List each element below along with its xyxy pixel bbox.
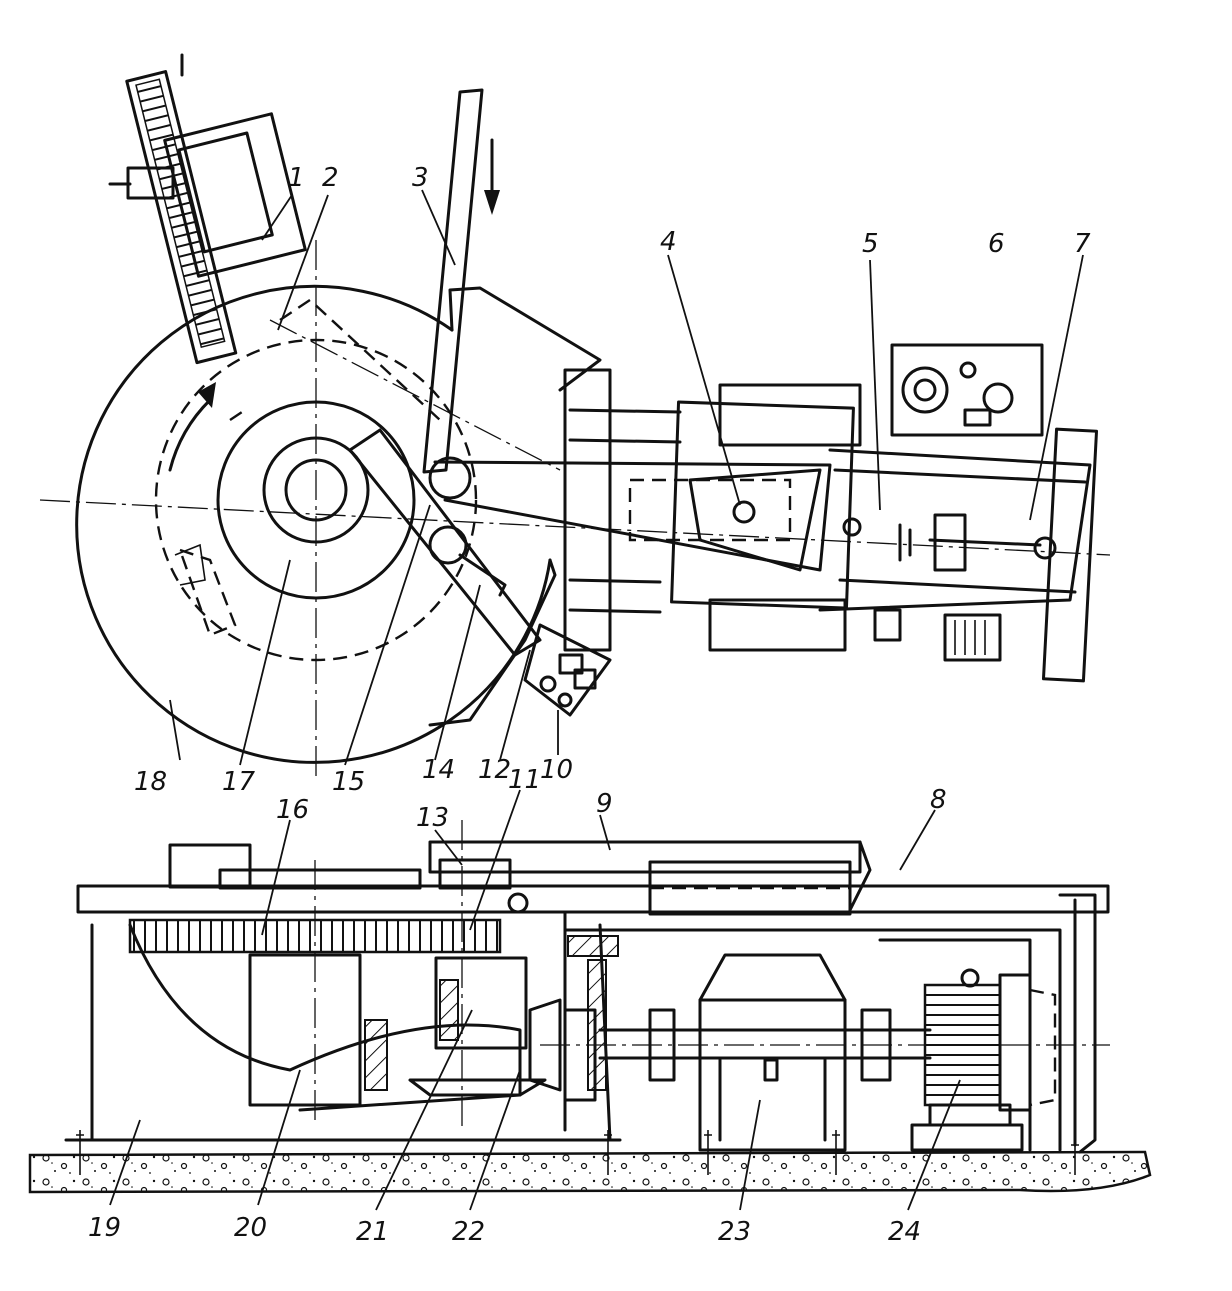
grinding-head — [108, 53, 307, 365]
callout-11: 11 — [508, 765, 541, 795]
callout-18: 18 — [134, 767, 167, 797]
callout-16: 16 — [276, 795, 309, 825]
callout-3: 3 — [412, 163, 429, 193]
ground — [28, 1150, 1152, 1194]
spindle-unit — [438, 858, 852, 916]
callout-24: 24 — [888, 1217, 921, 1247]
rotation-arrow-icon — [168, 382, 246, 472]
leader-lines — [109, 189, 1084, 1211]
callout-15: 15 — [332, 767, 365, 797]
callout-1: 1 — [288, 163, 305, 193]
control-panel — [523, 623, 612, 717]
clamp-sketch — [174, 543, 237, 637]
callout-20: 20 — [234, 1213, 267, 1243]
callout-23: 23 — [718, 1217, 751, 1247]
top-view — [39, 53, 1111, 780]
anchor-bolts — [76, 1130, 1079, 1175]
callout-4: 4 — [660, 227, 677, 257]
callout-5: 5 — [862, 229, 879, 259]
electric-motor — [910, 968, 1057, 1152]
feed-bar — [422, 88, 500, 474]
callout-21: 21 — [356, 1217, 389, 1247]
callout-7: 7 — [1074, 229, 1091, 259]
motor-block — [890, 343, 1044, 437]
callout-6: 6 — [988, 229, 1005, 259]
callout-9: 9 — [596, 789, 613, 819]
gear-reducer — [698, 953, 847, 1152]
callout-14: 14 — [422, 755, 455, 785]
shaft-coupling — [563, 1008, 932, 1102]
callout-8: 8 — [930, 785, 947, 815]
bevel-gearbox — [408, 935, 619, 1097]
frame — [563, 893, 1097, 1154]
callout-10: 10 — [540, 755, 573, 785]
swing-arm — [428, 456, 862, 572]
callout-13: 13 — [416, 803, 449, 833]
clamp-lever — [279, 298, 542, 657]
gear-ring — [128, 918, 502, 954]
side-view — [28, 820, 1152, 1194]
table-top — [76, 840, 1110, 914]
callout-17: 17 — [222, 767, 256, 797]
callout-22: 22 — [452, 1217, 485, 1247]
callout-2: 2 — [322, 163, 339, 193]
callout-labels: 1 2 3 4 5 6 7 8 9 10 11 12 13 14 15 16 1… — [88, 163, 1091, 1247]
callout-12: 12 — [478, 755, 511, 785]
callout-19: 19 — [88, 1213, 121, 1243]
housing — [64, 923, 622, 1142]
carriage — [563, 368, 1099, 683]
